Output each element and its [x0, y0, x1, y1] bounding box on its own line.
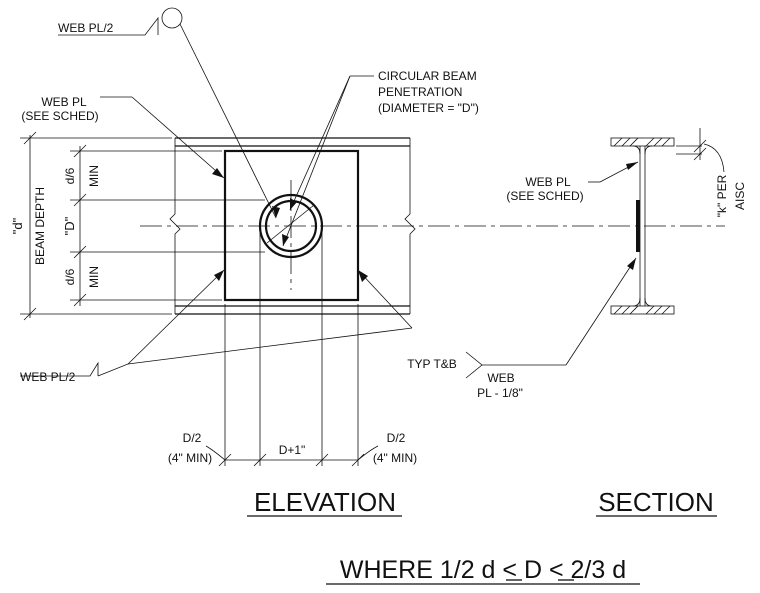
- web-pl-sched-label: (SEE SCHED): [21, 109, 98, 123]
- web-pl-2-top-label: WEB PL/2: [58, 21, 114, 35]
- min-bottom-label: MIN: [87, 266, 101, 288]
- d6-bottom-label: d/6: [63, 268, 77, 285]
- left-dimensions: [20, 131, 265, 321]
- web-pl-label: WEB PL: [41, 95, 87, 109]
- D-label: "D": [62, 216, 77, 235]
- k-per-label: "k" PER: [715, 174, 729, 217]
- section-web-plate: [636, 200, 640, 252]
- dim-d2-left-line2: (4" MIN): [168, 451, 212, 465]
- leader-arrow-web-pl: [212, 168, 224, 178]
- leader-arrow-bottom-left: [214, 270, 224, 281]
- web-pl-18-line2: PL - 1/8": [477, 386, 523, 400]
- dim-d2-right-line2: (4" MIN): [373, 451, 417, 465]
- web-plate: [223, 149, 360, 302]
- beam-elevation: [169, 137, 416, 315]
- section-web-pl-label: WEB PL: [525, 175, 571, 189]
- weld-symbol-typ-tb: [465, 351, 483, 379]
- le-symbol-2: <: [549, 556, 564, 584]
- web-pl-18-line1: WEB: [487, 371, 514, 385]
- weld-symbol-top: [58, 16, 159, 36]
- circ-pen-line1: CIRCULAR BEAM: [378, 69, 477, 83]
- aisc-label: AISC: [733, 182, 747, 210]
- leader-arrow-bottom-right: [358, 270, 368, 282]
- min-top-label: MIN: [87, 165, 101, 187]
- circ-pen-line3: (DIAMETER = "D"): [378, 101, 479, 115]
- section-web-pl-sched-label: (SEE SCHED): [506, 189, 583, 203]
- bottom-dimensions: [205, 230, 379, 467]
- leader-arrow-typ-tb: [627, 258, 636, 270]
- circ-pen-line2: PENETRATION: [378, 85, 462, 99]
- weld-symbol-bottom: [20, 361, 99, 377]
- section-title: SECTION: [598, 487, 714, 517]
- leader-arrow-circ-b: [290, 198, 297, 210]
- d6-top-label: d/6: [63, 167, 77, 184]
- leader-arrow-circ-a: [282, 234, 289, 246]
- typ-tb-label: TYP T&B: [407, 357, 457, 371]
- web-pl-2-bottom-label: WEB PL/2: [20, 370, 76, 384]
- where-condition: WHERE 1/2 d < D < 2/3 d: [340, 556, 626, 584]
- dim-d2-left-line1: D/2: [183, 431, 202, 445]
- dim-d-plus-label: D+1": [279, 443, 306, 457]
- le-symbol-1: <: [502, 556, 517, 584]
- elevation-title: ELEVATION: [254, 487, 396, 517]
- leader-arrow-top: [272, 206, 280, 218]
- d-label: "d": [10, 217, 25, 234]
- leader-arrow-section-web-pl: [626, 162, 638, 170]
- dim-d2-right-line1: D/2: [387, 431, 406, 445]
- beam-depth-label: BEAM DEPTH: [33, 187, 47, 265]
- weld-all-around-circle: [161, 7, 183, 29]
- beam-section: [610, 137, 675, 315]
